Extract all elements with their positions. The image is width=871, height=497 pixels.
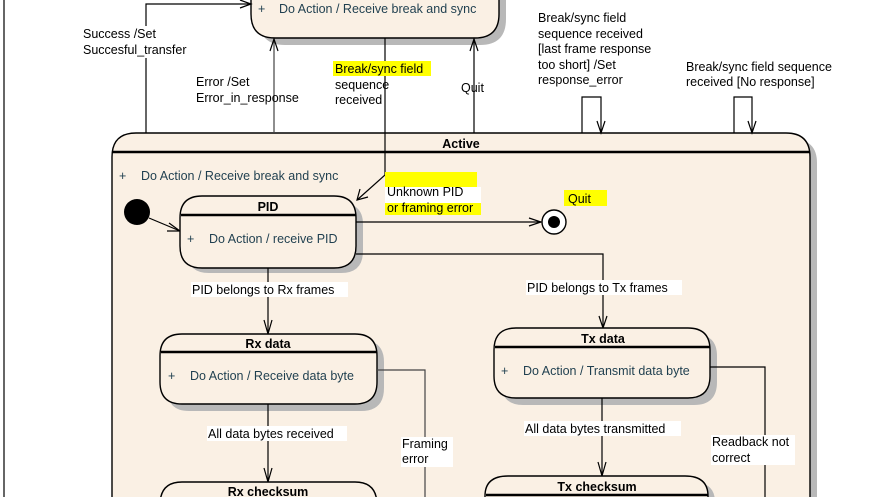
label-bg (711, 435, 795, 465)
label-error-1: Error /Set (196, 75, 250, 89)
rx-data-title: Rx data (245, 337, 291, 351)
tx-checksum-title: Tx checksum (557, 480, 636, 494)
tx-data-title: Tx data (581, 332, 626, 346)
highlight (564, 190, 607, 206)
initial-node-icon (124, 199, 150, 225)
label-short-2: sequence received (538, 27, 643, 41)
label-readback-1: Readback not (712, 435, 790, 449)
label-framing-2: error (402, 452, 428, 466)
label-all-rx: All data bytes received (208, 427, 334, 441)
state-rx-checksum[interactable]: Rx checksum (160, 481, 377, 497)
pid-action-prefix: + (187, 232, 194, 246)
label-error-2: Error_in_response (196, 91, 299, 105)
label-framing-1: Framing (402, 437, 448, 451)
state-pid[interactable]: PID + Do Action / receive PID (179, 195, 363, 273)
label-break-sync-3: received (335, 93, 382, 107)
label-readback-2: correct (712, 451, 751, 465)
label-bg (82, 26, 194, 58)
highlight (385, 203, 481, 215)
edge-self-loop-short (581, 96, 606, 135)
top-state[interactable]: + Do Action / Receive break and sync (250, 0, 506, 45)
label-break-sync-1: Break/sync field (335, 62, 423, 76)
highlight (385, 172, 477, 187)
label-unknown-pid-1: Unknown PID (387, 185, 463, 199)
state-tx-checksum[interactable]: Tx checksum (484, 475, 715, 497)
rx-data-action-prefix: + (168, 369, 175, 383)
label-no-response-2: received [No response] (686, 75, 815, 89)
edge-unknown-pid (356, 217, 543, 227)
top-state-action-prefix: + (258, 2, 265, 16)
label-unknown-pid-2: or framing error (387, 201, 473, 215)
tx-data-action: Do Action / Transmit data byte (523, 364, 690, 378)
label-bg (401, 437, 453, 467)
label-success-1: Success /Set (83, 27, 156, 41)
top-state-action: Do Action / Receive break and sync (279, 2, 476, 16)
state-rx-data[interactable]: Rx data + Do Action / Receive data byte (159, 333, 384, 411)
label-success-2: Succesful_transfer (83, 43, 187, 57)
rx-checksum-title: Rx checksum (228, 485, 309, 497)
label-short-5: response_error (538, 73, 623, 87)
pid-action: Do Action / receive PID (209, 232, 338, 246)
label-no-response-1: Break/sync field sequence (686, 60, 832, 74)
label-all-tx: All data bytes transmitted (525, 422, 665, 436)
label-quit-inner: Quit (568, 192, 591, 206)
label-short-3: [last frame response (538, 42, 651, 56)
active-action: Do Action / Receive break and sync (141, 169, 338, 183)
tx-data-action-prefix: + (501, 364, 508, 378)
label-break-sync-2: sequence (335, 78, 389, 92)
label-pid-rx: PID belongs to Rx frames (192, 283, 334, 297)
edge-error-in-response (269, 37, 279, 133)
label-bg (526, 280, 682, 295)
rx-data-action: Do Action / Receive data byte (190, 369, 354, 383)
label-bg (207, 426, 347, 441)
edge-quit-top (469, 37, 479, 133)
final-node-inner-icon (548, 216, 560, 228)
label-pid-tx: PID belongs to Tx frames (527, 281, 668, 295)
label-quit-top: Quit (461, 81, 484, 95)
highlight (333, 61, 431, 76)
active-title: Active (442, 137, 480, 151)
label-bg (191, 282, 348, 297)
state-tx-data[interactable]: Tx data + Do Action / Transmit data byte (493, 327, 717, 405)
label-short-1: Break/sync field (538, 11, 626, 25)
active-action-prefix: + (119, 169, 126, 183)
label-short-4: too short] /Set (538, 58, 616, 72)
edge-self-loop-no-response (733, 96, 757, 135)
edge-success (145, 0, 253, 133)
label-bg (385, 187, 481, 203)
pid-title: PID (258, 200, 279, 214)
label-bg (524, 421, 681, 436)
